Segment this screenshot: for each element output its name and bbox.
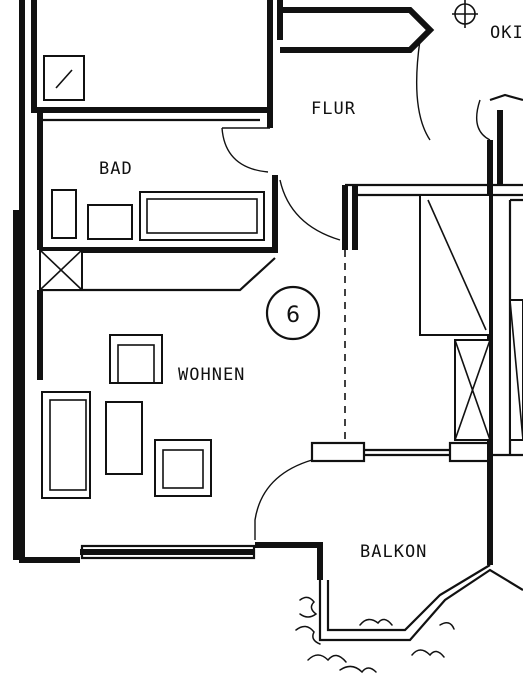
room-label-flur: FLUR xyxy=(311,99,356,119)
compass-symbol xyxy=(452,0,478,28)
bathtub xyxy=(139,191,265,241)
unit-number-marker: 6 xyxy=(265,285,321,341)
room-label-wohnen: WOHNEN xyxy=(178,365,245,385)
unit-number: 6 xyxy=(286,303,300,328)
doors xyxy=(221,39,491,540)
room-label-balkon: BALKON xyxy=(360,542,427,562)
shower-tray xyxy=(43,55,85,101)
bathroom-fixtures xyxy=(39,55,265,291)
room-label-bad: BAD xyxy=(99,159,133,179)
toilet xyxy=(51,189,77,239)
living-furniture xyxy=(41,334,212,499)
plants xyxy=(295,596,455,674)
corner-label: OKI xyxy=(490,23,523,43)
right-room-furniture xyxy=(419,194,523,441)
outer-walls xyxy=(13,0,435,580)
sink xyxy=(87,204,133,240)
coffee-table xyxy=(105,401,143,475)
